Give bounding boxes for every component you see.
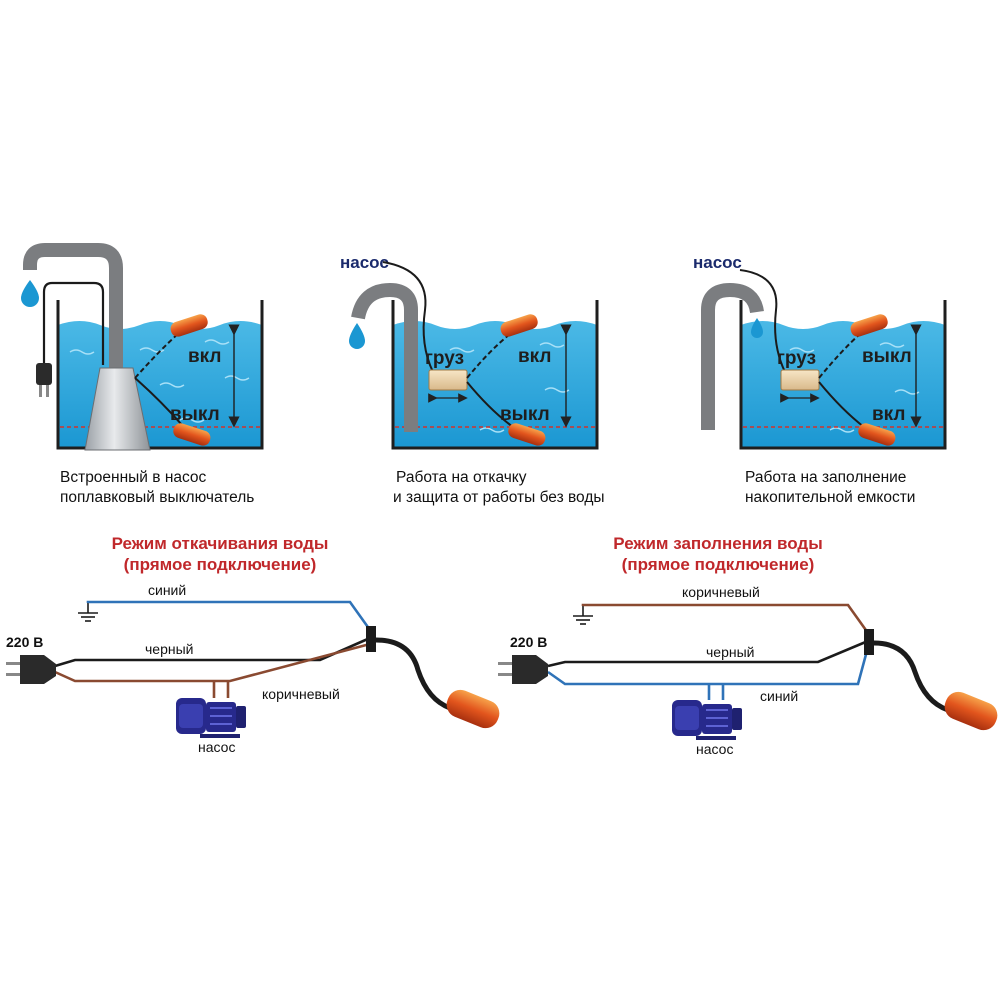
panel-fill-tank: насос груз выкл вкл Работа на заполнение… — [693, 253, 947, 506]
wire-label-top: синий — [148, 582, 186, 598]
caption-line1: Работа на откачку — [396, 469, 527, 486]
pump-icon — [672, 700, 742, 740]
pump-label: насос — [340, 253, 389, 272]
float-lower — [508, 423, 546, 446]
mode-title-line2: (прямое подключение) — [622, 555, 815, 574]
pump-label: насос — [696, 741, 733, 757]
junction-block — [366, 626, 376, 652]
outlet-pipe — [23, 243, 123, 368]
float-upper — [850, 314, 888, 337]
caption-line1: Встроенный в насос — [60, 469, 207, 486]
pump-label: насос — [693, 253, 742, 272]
float-switch — [944, 691, 998, 731]
float-cable-upper — [818, 333, 861, 379]
water — [741, 321, 945, 448]
weight-block — [780, 369, 820, 391]
caption-line2: накопительной емкости — [745, 489, 915, 506]
wire-black — [547, 639, 869, 668]
tank-walls — [391, 300, 599, 450]
ground-icon — [573, 606, 593, 625]
label-lower: выкл — [500, 404, 550, 425]
float-lower — [858, 423, 896, 446]
junction-block — [864, 629, 874, 655]
wire-black — [54, 636, 371, 668]
water-drop-icon — [349, 323, 365, 349]
water — [393, 321, 597, 448]
pump-wire-link — [707, 684, 725, 700]
pump-cable — [739, 269, 786, 373]
float-cable — [873, 640, 949, 713]
label-off: выкл — [170, 404, 220, 425]
float-cable-upper — [466, 333, 511, 379]
mode-title-line1: Режим заполнения воды — [613, 534, 822, 553]
weight-label: груз — [425, 348, 464, 369]
panel-pump-out: насос груз вкл выкл Работа на откачку и … — [340, 253, 605, 506]
float-cable-lower — [466, 381, 514, 428]
wire-label-middle: черный — [145, 641, 193, 657]
wire-label-middle: черный — [706, 644, 754, 660]
wiring-fill: Режим заполнения воды (прямое подключени… — [498, 534, 998, 757]
outlet-pipe — [351, 282, 418, 432]
weight-label: груз — [777, 348, 816, 369]
label-upper: выкл — [862, 346, 912, 367]
power-cord — [42, 281, 105, 365]
pump-icon — [176, 698, 246, 738]
panel-builtin-float: вкл выкл Встроенный в насос поплавковый … — [21, 243, 264, 506]
plug-icon — [36, 363, 52, 397]
wiring-pump-out: Режим откачивания воды (прямое подключен… — [6, 534, 500, 755]
float-cable-off — [134, 377, 183, 426]
wire-brown — [581, 603, 870, 634]
float-cable — [375, 637, 451, 711]
submersible-pump — [84, 367, 151, 451]
float-upper — [500, 314, 538, 337]
wire-blue — [547, 646, 870, 686]
caption-line2: поплавковый выключатель — [60, 489, 254, 506]
water-drop-icon — [21, 280, 39, 307]
tank-walls — [56, 300, 264, 450]
tank-walls — [739, 300, 947, 450]
water-drop-icon — [751, 318, 763, 338]
plug-icon — [498, 655, 548, 684]
float-cable-lower — [818, 381, 865, 428]
float-lower — [173, 423, 211, 446]
label-upper: вкл — [518, 346, 552, 367]
mode-title-line1: Режим откачивания воды — [112, 534, 329, 553]
wire-label-top: коричневый — [682, 584, 760, 600]
pump-cable — [382, 261, 434, 373]
label-on: вкл — [188, 346, 222, 367]
wire-blue — [86, 600, 372, 631]
caption-line1: Работа на заполнение — [745, 469, 906, 486]
caption-line2: и защита от работы без воды — [393, 489, 605, 506]
wire-label-pump: синий — [760, 688, 798, 704]
inlet-pipe — [701, 282, 764, 430]
pump-label: насос — [198, 739, 235, 755]
ground-icon — [78, 603, 98, 622]
wire-brown — [54, 642, 371, 683]
label-lower: вкл — [872, 404, 906, 425]
mode-title-line2: (прямое подключение) — [124, 555, 317, 574]
pump-wire-link — [212, 681, 230, 698]
voltage-label: 220 В — [510, 634, 547, 650]
plug-icon — [6, 655, 56, 684]
float-upper — [170, 314, 208, 337]
wire-label-pump: коричневый — [262, 686, 340, 702]
weight-block — [428, 369, 468, 391]
float-switch — [446, 689, 500, 729]
voltage-label: 220 В — [6, 634, 43, 650]
